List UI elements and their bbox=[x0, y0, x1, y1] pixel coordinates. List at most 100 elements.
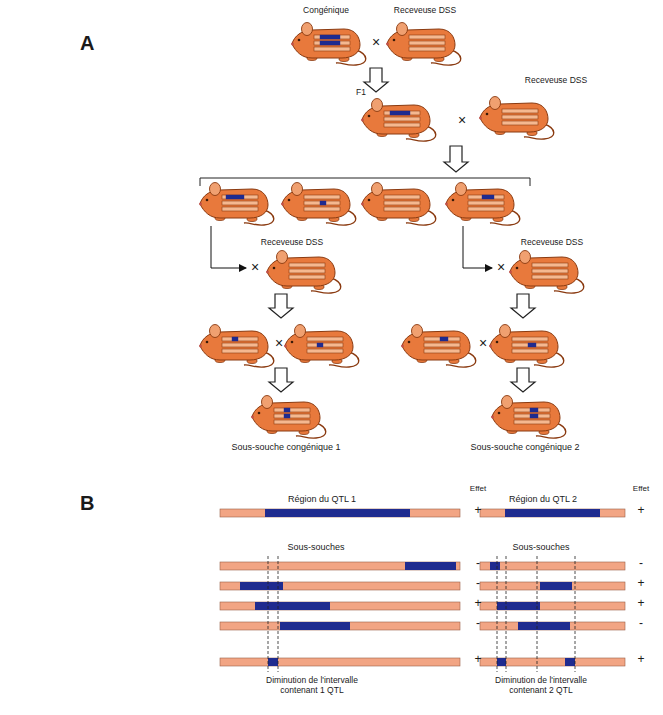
mouse-nose bbox=[509, 271, 512, 274]
mouse-nose bbox=[491, 416, 494, 419]
mouse-ear bbox=[520, 251, 531, 264]
panel-letter: B bbox=[80, 492, 94, 515]
mouse-chromosome bbox=[514, 408, 550, 412]
mouse-eye bbox=[288, 199, 291, 202]
mouse-chromosome bbox=[307, 349, 343, 353]
mouse-chromosome bbox=[314, 35, 350, 39]
congenic-segment bbox=[528, 343, 536, 347]
strain-label: Congénique bbox=[303, 6, 349, 16]
congenic-segment bbox=[440, 337, 448, 341]
mouse-figure bbox=[199, 183, 274, 226]
chromosome-bar bbox=[480, 602, 625, 610]
strain-label: Receveuse DSS bbox=[394, 6, 456, 16]
mouse-chromosome bbox=[307, 337, 343, 341]
chromosome-bar bbox=[220, 582, 460, 590]
mouse-body bbox=[510, 257, 578, 286]
mouse-nose bbox=[291, 43, 294, 46]
mouse-ear bbox=[292, 183, 303, 196]
congenic-interval bbox=[405, 562, 456, 570]
effect-sign: - bbox=[476, 557, 480, 571]
mouse-ear bbox=[277, 251, 288, 264]
mouse-chromosome bbox=[289, 275, 325, 279]
mouse-nose bbox=[361, 119, 364, 122]
mouse-chromosome bbox=[274, 414, 310, 418]
mouse-chromosome bbox=[314, 41, 350, 45]
congenic-segment bbox=[320, 201, 326, 205]
effect-header: Effet bbox=[633, 484, 649, 493]
congenic-interval bbox=[497, 602, 540, 610]
mouse-chromosome bbox=[514, 420, 550, 424]
mouse-ear bbox=[397, 23, 408, 36]
congenic-segment bbox=[530, 414, 538, 418]
mouse-nose bbox=[361, 203, 364, 206]
mouse-figure bbox=[361, 99, 436, 142]
hollow-arrow bbox=[269, 294, 293, 318]
mouse-chromosome bbox=[384, 195, 420, 199]
mouse-ear bbox=[210, 325, 221, 338]
chromosome-bar bbox=[480, 622, 625, 630]
mouse-eye bbox=[368, 115, 371, 118]
mouse-nose bbox=[281, 203, 284, 206]
congenic-segment bbox=[232, 337, 238, 341]
mouse-body bbox=[267, 257, 335, 286]
dashed-line bbox=[575, 556, 576, 672]
mouse-chromosome bbox=[409, 47, 445, 51]
congenic-interval bbox=[280, 622, 350, 630]
mouse-nose bbox=[266, 271, 269, 274]
mouse-figure bbox=[401, 325, 476, 368]
strain-label: Receveuse DSS bbox=[261, 238, 323, 248]
congenic-interval bbox=[540, 582, 572, 590]
dashed-line bbox=[506, 556, 507, 672]
mouse-ear bbox=[372, 99, 383, 112]
congenic-interval bbox=[497, 658, 506, 666]
chromosome-bar bbox=[220, 509, 460, 517]
mouse-nose bbox=[251, 416, 254, 419]
section-label: Sous-souches bbox=[287, 542, 344, 552]
congenic-interval bbox=[240, 582, 283, 590]
mouse-chromosome bbox=[222, 337, 258, 341]
mouse-chromosome bbox=[274, 408, 310, 412]
panel-letter: A bbox=[80, 32, 94, 55]
chromosome-bar bbox=[220, 658, 460, 666]
mouse-body bbox=[362, 105, 430, 134]
mouse-body bbox=[292, 29, 360, 58]
effect-sign: + bbox=[474, 504, 481, 518]
mouse-eye bbox=[206, 341, 209, 344]
mouse-chromosome bbox=[304, 195, 340, 199]
chromosome-bar bbox=[220, 602, 460, 610]
dashed-line bbox=[497, 556, 498, 672]
effect-sign: - bbox=[476, 617, 480, 631]
mouse-chromosome bbox=[468, 195, 504, 199]
mouse-eye bbox=[298, 39, 301, 42]
mouse-figure bbox=[291, 23, 366, 66]
mouse-figure bbox=[266, 251, 341, 294]
mouse-body bbox=[200, 331, 268, 360]
congenic-segment bbox=[226, 195, 244, 199]
mouse-body bbox=[282, 189, 350, 218]
dashed-line bbox=[268, 556, 269, 672]
mouse-chromosome bbox=[384, 111, 420, 115]
congenic-interval bbox=[505, 509, 600, 517]
mouse-figure bbox=[199, 325, 274, 368]
mouse-figure bbox=[284, 325, 359, 368]
mouse-chromosome bbox=[512, 349, 548, 353]
cross-sign: × bbox=[275, 335, 283, 351]
mouse-chromosome bbox=[532, 275, 568, 279]
chromosome-bar bbox=[480, 658, 625, 666]
mouse-chromosome bbox=[424, 349, 460, 353]
hollow-arrow bbox=[511, 368, 535, 392]
cross-sign: × bbox=[372, 34, 380, 50]
effect-sign: + bbox=[637, 577, 644, 591]
congenic-segment bbox=[320, 41, 340, 45]
congenic-interval bbox=[268, 658, 278, 666]
mouse-nose bbox=[386, 43, 389, 46]
mouse-chromosome bbox=[424, 343, 460, 347]
cross-line bbox=[463, 226, 492, 268]
strain-label: Receveuse DSS bbox=[525, 76, 587, 86]
effect-sign: + bbox=[474, 597, 481, 611]
region-title: Région du QTL 1 bbox=[288, 494, 356, 504]
effect-sign: + bbox=[637, 597, 644, 611]
mouse-figure bbox=[491, 396, 566, 439]
effect-sign: - bbox=[639, 617, 643, 631]
